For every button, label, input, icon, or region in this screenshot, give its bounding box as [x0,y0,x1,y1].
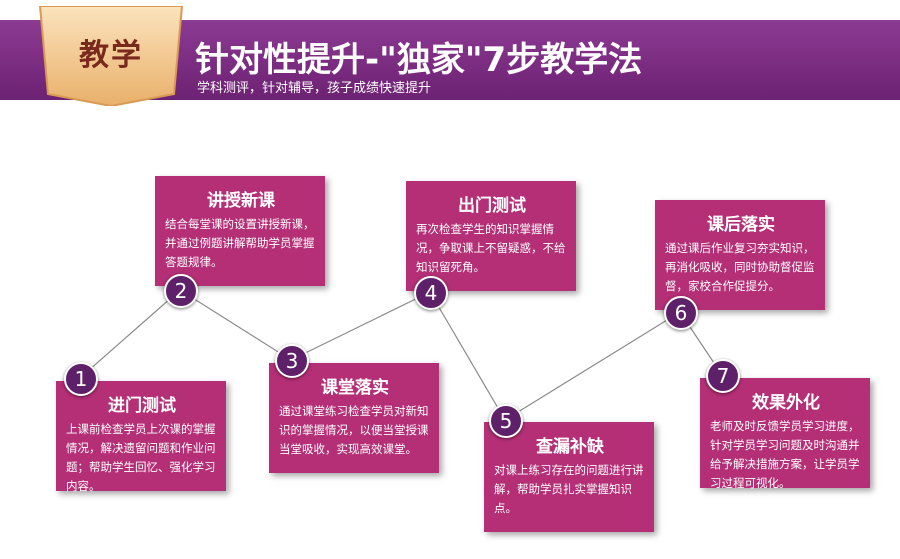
step-number-3: 3 [275,344,309,378]
connector-2-3 [179,289,292,361]
step-number-6: 6 [664,296,698,330]
step-title: 出门测试 [458,196,526,216]
step-title: 效果外化 [752,393,820,413]
badge-label: 教学 [79,38,143,73]
step-title: 讲授新课 [207,191,275,211]
step-number-2: 2 [164,274,198,308]
step-title: 查漏补缺 [536,437,604,457]
page-subtitle: 学科测评，针对辅导，孩子成绩快速提升 [197,81,432,96]
badge-shape [38,6,184,106]
step-card-1: 进门测试 上课前检查学员上次课的掌握情况，解决遗留问题和作业问题；帮助学生回忆、… [56,381,226,493]
connector-3-4 [290,291,431,361]
connector-1-2 [79,289,181,379]
step-desc: 通过课堂练习检查学员对新知识的掌握情况，以便当堂授课当堂吸收，实现高效课堂。 [279,404,429,456]
step-desc: 上课前检查学员上次课的掌握情况，解决遗留问题和作业问题；帮助学生回忆、强化学习内… [66,422,216,493]
step-desc: 通过课后作业复习夯实知识，再消化吸收，同时协助督促监督，家校合作促提分。 [665,241,815,293]
step-desc: 结合每堂课的设置讲授新课，并通过例题讲解帮助学员掌握答题规律。 [165,217,315,269]
step-card-6: 课后落实 通过课后作业复习夯实知识，再消化吸收，同时协助督促监督，家校合作促提分… [655,200,825,310]
connector-4-5 [429,291,506,421]
step-title: 课堂落实 [321,378,389,398]
step-number-5: 5 [489,404,523,438]
step-desc: 老师及时反馈学员学习进度，针对学员学习问题及时沟通并给予解决措施方案，让学员学习… [710,419,860,490]
step-desc: 对课上练习存在的问题进行讲解，帮助学员扎实掌握知识点。 [494,463,644,515]
step-desc: 再次检查学生的知识掌握情况，争取课上不留疑惑，不给知识留死角。 [416,222,566,274]
step-card-7: 效果外化 老师及时反馈学员学习进度，针对学员学习问题及时沟通并给予解决措施方案，… [700,378,870,490]
step-number-4: 4 [414,276,448,310]
step-number-7: 7 [706,359,740,393]
step-title: 课后落实 [707,215,775,235]
step-number-1: 1 [64,362,98,396]
step-card-4: 出门测试 再次检查学生的知识掌握情况，争取课上不留疑惑，不给知识留死角。 [406,181,576,291]
step-card-5: 查漏补缺 对课上练习存在的问题进行讲解，帮助学员扎实掌握知识点。 [484,422,654,532]
step-card-2: 讲授新课 结合每堂课的设置讲授新课，并通过例题讲解帮助学员掌握答题规律。 [155,176,325,286]
step-card-3: 课堂落实 通过课堂练习检查学员对新知识的掌握情况，以便当堂授课当堂吸收，实现高效… [269,363,439,473]
connector-5-6 [504,311,681,421]
step-title: 进门测试 [108,396,176,416]
page-title: 针对性提升-"独家"7步教学法 [195,40,643,80]
